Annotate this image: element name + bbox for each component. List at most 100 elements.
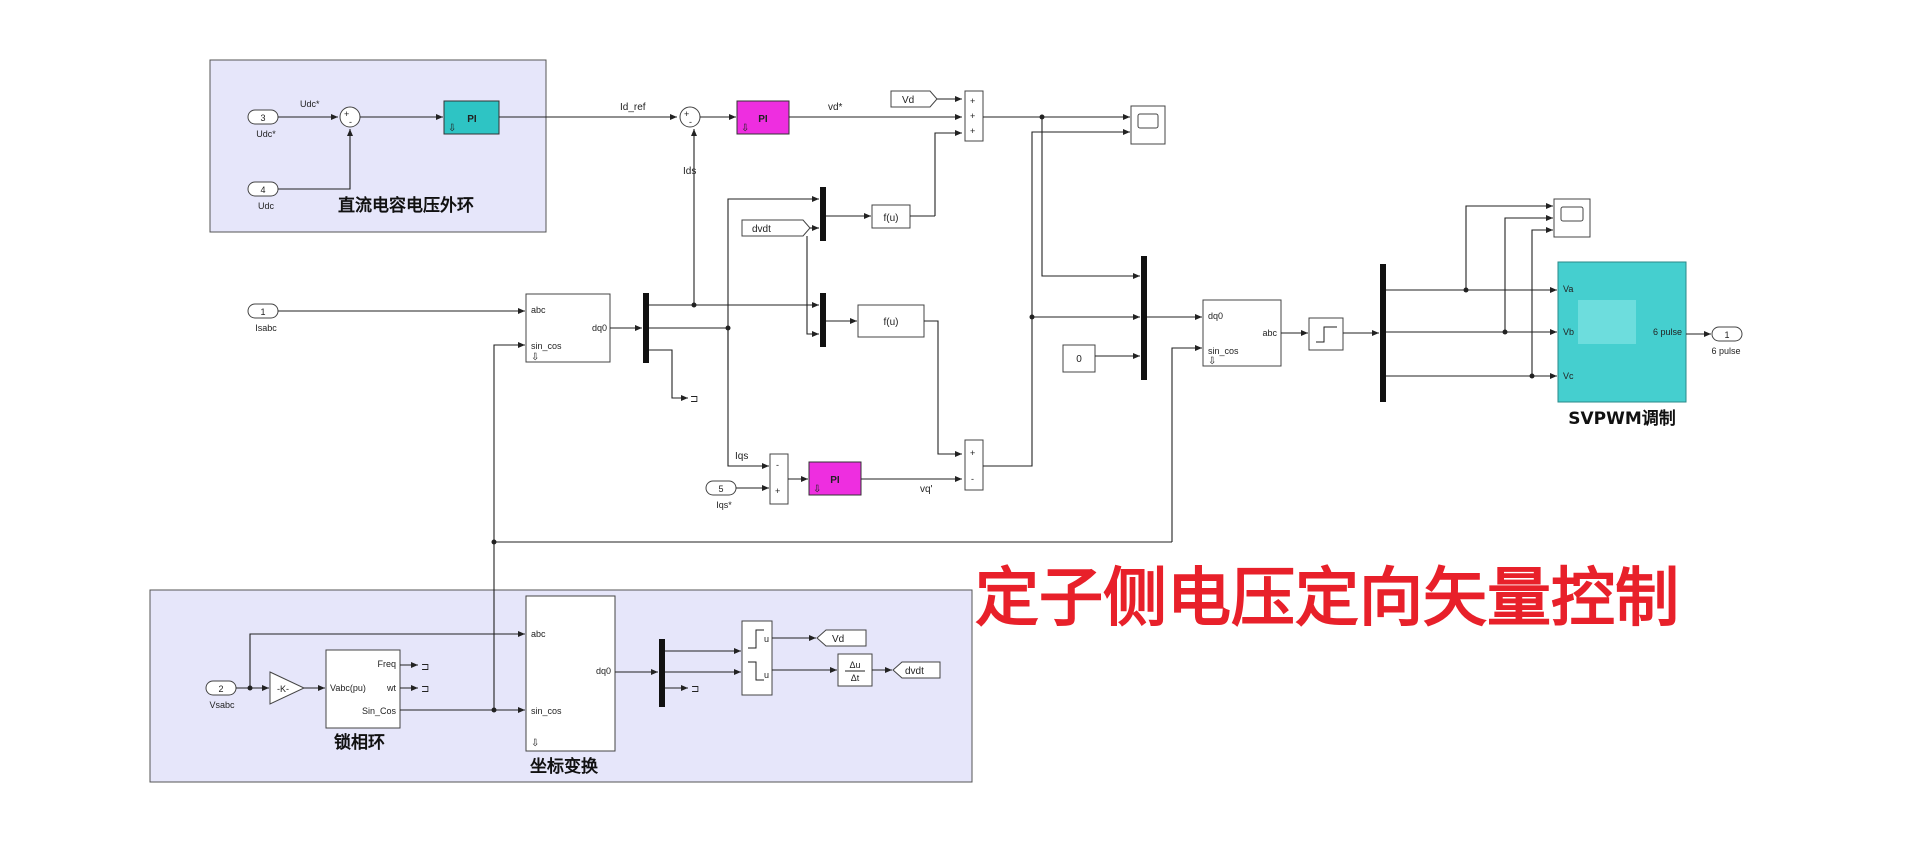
signal-vq-star: vq' (920, 484, 933, 495)
fcn-2-label: f(u) (884, 317, 899, 328)
from-vd[interactable] (890, 90, 938, 108)
inport-3-number: 3 (260, 113, 265, 123)
sum-vd-plus-3: + (970, 126, 975, 136)
select-block[interactable] (741, 620, 773, 696)
svpwm-icon (1578, 300, 1636, 344)
sum-d-minus: - (689, 117, 692, 127)
inport-2-number: 2 (218, 684, 223, 694)
dc-loop-group[interactable] (209, 59, 547, 233)
sum-vd-plus-2: + (970, 111, 975, 121)
select-u-top: u (764, 634, 769, 644)
sincos-in-port: sin_cos (1208, 346, 1239, 356)
pll-port-sincos: Sin_Cos (362, 706, 397, 716)
gain-block[interactable] (269, 671, 306, 705)
sum-dc-minus: - (349, 117, 352, 127)
svpwm-port-out: 6 pulse (1653, 327, 1682, 337)
goto-dvdt-label: dvdt (905, 666, 924, 677)
inport-3-label: Udc* (256, 129, 276, 139)
abc-port: abc (531, 629, 546, 639)
pll-block[interactable] (325, 649, 401, 729)
mask-icon: ⇩ (741, 123, 749, 134)
sum-dc-plus: + (344, 109, 349, 119)
junction (1463, 287, 1469, 293)
fcn-1-label: f(u) (884, 213, 899, 224)
constant-0-label: 0 (1076, 354, 1082, 365)
dq0-abc-voltage[interactable] (1202, 299, 1282, 367)
abc-dq0-current[interactable] (525, 293, 611, 363)
signal-id-ref: Id_ref (620, 102, 646, 113)
select-icon-bot (748, 661, 764, 681)
main-title: 定子侧电压定向矢量控制 (975, 562, 1679, 636)
outport-1-label: 6 pulse (1711, 346, 1740, 356)
demux-voltage[interactable] (659, 639, 665, 707)
from-dvdt[interactable] (741, 219, 811, 237)
sum-vq[interactable] (964, 439, 984, 491)
constant-0[interactable] (1062, 344, 1096, 373)
relay-block[interactable] (1308, 317, 1344, 351)
inport-5-label: Iqs* (716, 500, 732, 510)
dq0-in-port: dq0 (1208, 311, 1223, 321)
abc-port: abc (531, 305, 546, 315)
pi-q[interactable] (808, 461, 862, 496)
gain-label: -K- (277, 684, 289, 694)
mask-icon: ⇩ (813, 484, 821, 495)
svpwm-caption: SVPWM调制 (1568, 408, 1676, 429)
mux-2[interactable] (820, 293, 826, 347)
sum-q[interactable] (769, 453, 789, 505)
mux-1[interactable] (820, 187, 826, 241)
svpwm-port-va: Va (1563, 284, 1573, 294)
pi-d-label: PI (758, 114, 768, 125)
dq0-port: dq0 (592, 323, 607, 333)
demux-abc[interactable] (1380, 264, 1386, 402)
sum-d-plus: + (684, 109, 689, 119)
derivative-den: Δt (851, 673, 860, 683)
mux-vdq[interactable] (1141, 256, 1147, 380)
demux-current[interactable] (643, 293, 649, 363)
pi-q-label: PI (830, 475, 840, 486)
mask-icon: ⇩ (1208, 356, 1216, 367)
signal-ids: Ids (683, 166, 696, 177)
inport-2-label: Vsabc (209, 700, 235, 710)
sum-vq-plus: + (970, 448, 975, 458)
outport-1-number: 1 (1724, 330, 1729, 340)
select-u-bot: u (764, 670, 769, 680)
pll-port-wt: wt (386, 683, 396, 693)
inport-1-number: 1 (260, 307, 265, 317)
from-dvdt-label: dvdt (752, 224, 771, 235)
goto-vd-label: Vd (832, 634, 844, 645)
signal-udc-star: Udc* (300, 99, 320, 109)
terminator-wt: ⊐ (421, 684, 429, 695)
pll-port-freq: Freq (377, 659, 396, 669)
signal-iqs: Iqs (735, 451, 748, 462)
sum-vd-plus-1: + (970, 96, 975, 106)
sincos-port: sin_cos (531, 341, 562, 351)
dc-loop-caption: 直流电容电压外环 (338, 195, 474, 216)
terminator-1: ⊐ (690, 394, 698, 405)
terminator-freq: ⊐ (421, 662, 429, 673)
relay-icon (1316, 326, 1337, 343)
mask-icon: ⇩ (448, 123, 456, 134)
goto-dvdt[interactable] (892, 661, 941, 679)
sum-q-minus: - (776, 460, 779, 470)
sum-q-plus: + (775, 486, 780, 496)
scope-2-screen (1560, 206, 1584, 222)
junction (1502, 329, 1508, 335)
outport-1[interactable] (1711, 326, 1743, 342)
goto-vd[interactable] (816, 629, 867, 647)
from-vd-label: Vd (902, 95, 914, 106)
sum-vd[interactable] (964, 90, 984, 142)
derivative-num: Δu (849, 660, 860, 670)
pi-dc-label: PI (467, 114, 477, 125)
abc-dq0-voltage[interactable] (525, 595, 616, 752)
terminator-2: ⊐ (691, 684, 699, 695)
transform-caption: 坐标变换 (530, 756, 599, 777)
pi-d[interactable] (736, 100, 790, 135)
mask-icon: ⇩ (531, 738, 539, 749)
svpwm-port-vb: Vb (1563, 327, 1574, 337)
inport-5-number: 5 (718, 484, 723, 494)
scope-1-screen (1137, 113, 1159, 129)
junction (1529, 373, 1535, 379)
signal-vd-star: vd* (828, 102, 843, 113)
fcn-2[interactable] (857, 304, 925, 338)
